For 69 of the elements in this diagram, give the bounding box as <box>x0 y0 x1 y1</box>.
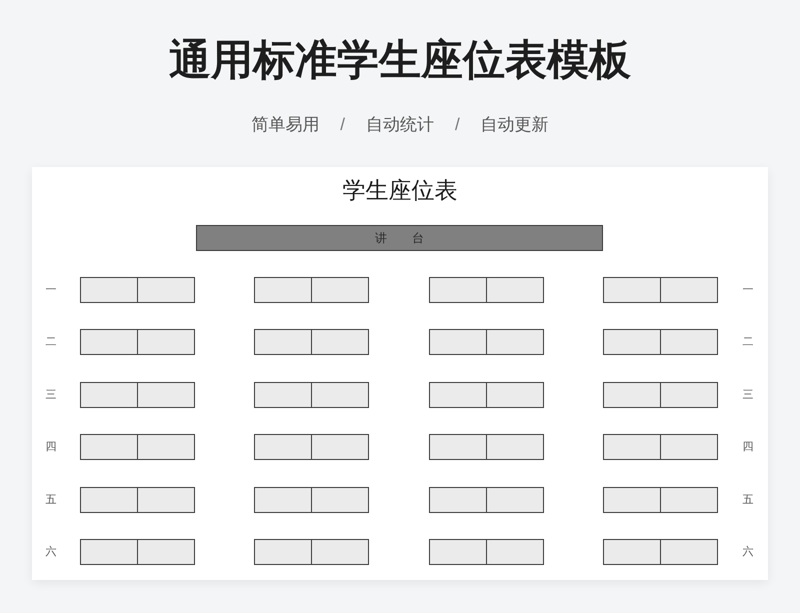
seat-box <box>137 382 195 408</box>
seat-box <box>80 329 138 355</box>
seat-box <box>486 539 544 565</box>
seat-box <box>311 487 369 513</box>
seat-box <box>80 539 138 565</box>
seat-box <box>137 329 195 355</box>
row-label: 二 <box>44 334 58 350</box>
seat-box <box>603 539 661 565</box>
row-label: 五 <box>742 492 754 508</box>
seat-box <box>429 277 487 303</box>
seat-box <box>311 434 369 460</box>
seat-box <box>486 329 544 355</box>
seat-box <box>80 277 138 303</box>
seat-box <box>486 487 544 513</box>
seat-box <box>254 539 312 565</box>
seat-box <box>486 277 544 303</box>
seat-box <box>429 487 487 513</box>
seat-box <box>311 539 369 565</box>
podium-bar: 讲 台 <box>196 225 603 251</box>
row-label: 五 <box>44 492 58 508</box>
row-label: 四 <box>44 439 58 455</box>
seat-box <box>311 329 369 355</box>
seat-box <box>603 487 661 513</box>
row-label: 三 <box>742 387 754 403</box>
seat-box <box>137 539 195 565</box>
seat-box <box>603 329 661 355</box>
seat-box <box>660 329 718 355</box>
seat-box <box>429 382 487 408</box>
seat-box <box>254 329 312 355</box>
seat-box <box>660 487 718 513</box>
row-label: 一 <box>742 282 754 298</box>
seat-box <box>254 487 312 513</box>
feature-text: 自动更新 <box>480 114 549 136</box>
seat-box <box>137 434 195 460</box>
seat-box <box>660 277 718 303</box>
row-label: 三 <box>44 387 58 403</box>
seating-chart-panel <box>32 167 768 580</box>
seat-box <box>603 277 661 303</box>
feature-text: 自动统计 <box>366 114 434 136</box>
row-label: 一 <box>44 282 58 298</box>
seat-box <box>486 434 544 460</box>
seat-box <box>80 382 138 408</box>
seat-box <box>603 434 661 460</box>
seat-box <box>429 539 487 565</box>
seat-box <box>254 277 312 303</box>
seat-box <box>603 382 661 408</box>
seat-box <box>254 434 312 460</box>
seat-box <box>429 434 487 460</box>
seat-box <box>137 277 195 303</box>
row-label: 六 <box>742 544 754 560</box>
seat-box <box>254 382 312 408</box>
row-label: 四 <box>742 439 754 455</box>
separator-text: / <box>340 114 345 136</box>
row-label: 二 <box>742 334 754 350</box>
separator-text: / <box>455 114 460 136</box>
seat-box <box>660 434 718 460</box>
seat-box <box>80 434 138 460</box>
page-title: 通用标准学生座位表模板 <box>169 36 631 84</box>
seat-box <box>429 329 487 355</box>
seat-box <box>311 277 369 303</box>
seat-box <box>137 487 195 513</box>
seat-box <box>660 539 718 565</box>
chart-heading: 学生座位表 <box>342 177 458 205</box>
seat-box <box>311 382 369 408</box>
seat-box <box>80 487 138 513</box>
row-label: 六 <box>44 544 58 560</box>
feature-text: 简单易用 <box>251 114 320 136</box>
seat-box <box>486 382 544 408</box>
seat-box <box>660 382 718 408</box>
